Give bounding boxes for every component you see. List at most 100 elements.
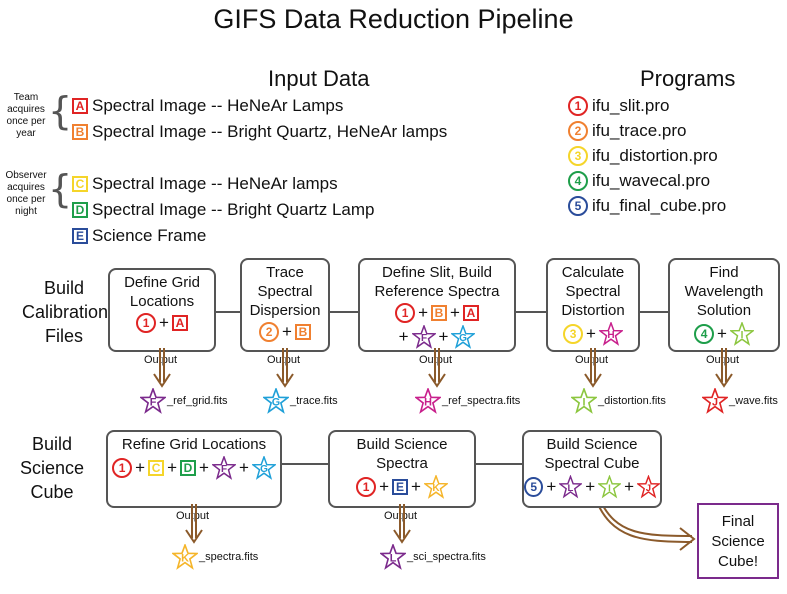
program-number-icon: 2 (568, 121, 588, 141)
program-number-icon: 1 (356, 477, 377, 497)
plus-sign: + (450, 303, 460, 322)
input-letter-icon: C (72, 176, 88, 192)
svg-text:F: F (420, 333, 426, 344)
svg-text:K: K (181, 552, 189, 564)
svg-text:I: I (741, 330, 744, 341)
input-label: Spectral Image -- Bright Quartz Lamp (92, 200, 375, 219)
plus-sign: + (411, 477, 421, 496)
svg-text:I: I (608, 483, 611, 494)
program-number-icon: 1 (395, 303, 416, 323)
program-number-icon: 3 (568, 146, 588, 166)
input-letter-icon: D (180, 460, 196, 476)
process-title: Refine Grid Locations (121, 436, 267, 453)
plus-sign: + (546, 477, 557, 496)
process-inputs: 1+C+D+F+G (108, 456, 280, 480)
plus-sign: + (238, 458, 249, 477)
output-arrow-icon (276, 348, 294, 388)
svg-text:G: G (260, 464, 268, 475)
input-letter-icon: C (148, 460, 165, 476)
process-inputs: 2+B (242, 322, 328, 342)
star-icon: F (211, 456, 236, 480)
input-letter-icon: B (294, 324, 311, 340)
star-icon: J (702, 388, 728, 414)
svg-text:F: F (221, 464, 227, 475)
star-icon: J (637, 475, 660, 499)
program-label: ifu_wavecal.pro (592, 171, 711, 190)
output-filename: _spectra.fits (199, 551, 259, 563)
output-arrow-icon (584, 348, 602, 388)
input-letter-icon: E (392, 479, 408, 495)
process-inputs: 3+H (548, 322, 638, 346)
plus-sign: + (398, 327, 409, 346)
input-label: Science Frame (92, 226, 207, 245)
output-arrow-icon (153, 348, 171, 388)
output-file: H _ref_spectra.fits (415, 388, 520, 414)
observer-brace: { (48, 167, 73, 211)
plus-sign: + (586, 324, 596, 343)
star-icon: H (598, 322, 623, 346)
output-arrow-icon (393, 504, 411, 544)
input-letter-icon: B (431, 305, 447, 321)
plus-sign: + (167, 458, 177, 477)
plus-sign: + (717, 324, 727, 343)
output-filename: _distortion.fits (598, 395, 666, 407)
program-number-icon: 1 (568, 96, 588, 116)
svg-text:G: G (460, 333, 468, 344)
program-label: ifu_trace.pro (592, 121, 687, 140)
input-label: Spectral Image -- Bright Quartz, HeNeAr … (92, 122, 448, 141)
input-letter-icon: A (462, 305, 479, 321)
svg-text:L: L (568, 483, 574, 494)
program-label: ifu_distortion.pro (592, 146, 718, 165)
plus-sign: + (199, 458, 209, 477)
input-data-heading: Input Data (268, 66, 370, 91)
star-icon: F (140, 388, 166, 414)
input-label: Spectral Image -- HeNeAr lamps (92, 174, 338, 193)
input-letter-icon: E (72, 228, 88, 244)
programs-heading: Programs (640, 66, 736, 91)
process-inputs: 1+B+A (360, 303, 514, 323)
input-label: Spectral Image -- HeNeAr Lamps (92, 96, 344, 115)
svg-text:H: H (424, 396, 432, 408)
plus-sign: + (418, 303, 428, 322)
input-letter-icon: A (171, 315, 188, 331)
output-filename: _trace.fits (290, 395, 338, 407)
output-filename: _sci_spectra.fits (407, 551, 486, 563)
program-number-icon: 4 (568, 171, 588, 191)
output-file: G_trace.fits (263, 388, 338, 414)
star-icon: H (415, 388, 441, 414)
program-number-icon: 2 (259, 322, 280, 342)
output-filename: _wave.fits (729, 395, 778, 407)
plus-sign: + (282, 322, 292, 341)
output-filename: _ref_spectra.fits (442, 395, 521, 407)
output-file: J_wave.fits (702, 388, 778, 414)
output-arrow-icon (715, 348, 733, 388)
output-file: K _spectra.fits (172, 544, 258, 570)
program-number-icon: 5 (568, 196, 588, 216)
program-number-icon: 1 (136, 313, 157, 333)
final-arrow (595, 499, 696, 551)
svg-text:I: I (582, 396, 585, 408)
svg-text:H: H (607, 330, 614, 341)
star-icon: L (380, 544, 406, 570)
